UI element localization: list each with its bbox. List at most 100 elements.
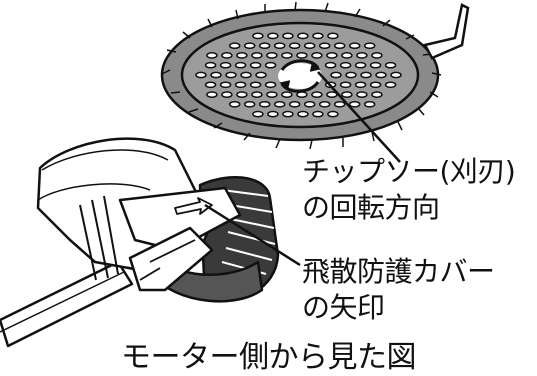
blade-hole	[249, 81, 262, 89]
blade-hole	[266, 52, 278, 59]
blade-hole	[356, 91, 368, 98]
blade-hole	[339, 61, 352, 69]
blade-hole	[341, 91, 353, 98]
blade-hole	[221, 52, 233, 59]
blade-hole	[251, 91, 263, 98]
leader-line-cover	[204, 203, 301, 267]
blade-hole	[264, 61, 277, 69]
blade-hole	[341, 52, 353, 59]
blade-hole	[236, 91, 248, 98]
blade-hole	[348, 100, 361, 108]
rotation-arrow-icon	[278, 59, 322, 93]
blade-hole	[326, 52, 338, 59]
blade-hole	[327, 32, 339, 40]
blade-direction-line-1: チップソー(刈刃)	[302, 155, 516, 188]
blade-hole	[324, 61, 337, 69]
blade-hole	[296, 91, 308, 98]
blade-hole	[330, 71, 342, 79]
blade-hole	[206, 91, 218, 98]
blade-hole	[228, 42, 241, 50]
blade-hole	[312, 110, 324, 118]
blade-hole	[297, 110, 309, 118]
blade-hole	[234, 81, 247, 89]
blade-hole	[204, 81, 217, 89]
blade-hole	[363, 100, 376, 108]
blade-hole	[288, 42, 301, 50]
blade-hole	[333, 100, 346, 108]
blade-hole	[333, 42, 346, 50]
blade-hole	[234, 61, 247, 69]
blade-hole	[206, 52, 218, 59]
blade-hole	[345, 71, 357, 79]
blade-hole	[354, 81, 367, 89]
blade-hole	[204, 61, 217, 69]
blade-hole	[384, 61, 397, 69]
blade-hole	[318, 42, 331, 50]
shaft	[0, 260, 134, 348]
blade-hole	[281, 91, 293, 98]
blade-holes	[195, 32, 402, 118]
blade-hole	[219, 81, 232, 89]
blade-hole	[210, 71, 222, 79]
blade-hole	[363, 42, 376, 50]
cover-ribs	[79, 195, 119, 281]
cover-arrow-line-1: 飛散防護カバー	[302, 255, 495, 288]
blade-hole	[267, 32, 279, 40]
blade-hole	[264, 81, 277, 89]
blade-hole	[390, 71, 402, 79]
blade-hole	[327, 110, 339, 118]
blade-hole	[311, 52, 323, 59]
blade-hole	[240, 71, 252, 79]
blade-hole	[282, 110, 294, 118]
figure-caption: モーター側から見た図	[121, 340, 417, 375]
blade-hole	[311, 91, 323, 98]
blade-hole	[281, 52, 293, 59]
direction-arrow-icon	[174, 197, 213, 215]
blade-hole	[369, 81, 382, 89]
blade-hole	[282, 32, 294, 40]
blade-direction-label: チップソー(刈刃) の回転方向	[302, 154, 516, 226]
blade-hole	[371, 52, 383, 59]
blade-hole	[303, 42, 316, 50]
blade-hole	[243, 42, 256, 50]
blade-hole	[195, 71, 207, 79]
blade-hole	[252, 110, 264, 118]
blade-hole	[267, 110, 279, 118]
blade-hole	[369, 61, 382, 69]
blade-hole	[371, 91, 383, 98]
blade-hole	[243, 100, 256, 108]
blade-hole	[360, 71, 372, 79]
blade-direction-line-2: の回転方向	[302, 191, 440, 224]
guard-assembly	[0, 137, 280, 348]
blade-hole	[375, 71, 387, 79]
blade-hole	[228, 100, 241, 108]
blade-hole	[288, 100, 301, 108]
blade-hole	[384, 81, 397, 89]
blade-hole	[258, 100, 271, 108]
blade-hole	[255, 71, 267, 79]
blade-hole	[312, 32, 324, 40]
blade-hole	[249, 61, 262, 69]
blade-hole	[356, 52, 368, 59]
blade-teeth	[161, 1, 442, 150]
blade-hole	[266, 91, 278, 98]
blade-hole	[318, 100, 331, 108]
blade-hole	[251, 52, 263, 59]
blade-hole	[225, 71, 237, 79]
blade-bracket	[423, 3, 470, 60]
blade-hole	[258, 42, 271, 50]
blade-hole	[348, 42, 361, 50]
blade-hole	[339, 81, 352, 89]
blade-hole	[296, 52, 308, 59]
blade-hole	[303, 100, 316, 108]
blade-hole	[252, 32, 264, 40]
blade-hole	[236, 52, 248, 59]
blade-hole	[219, 61, 232, 69]
blade-hole	[273, 42, 286, 50]
cover-arrow-label: 飛散防護カバー の矢印	[302, 254, 495, 326]
blade-hole	[221, 91, 233, 98]
motor-ribs	[215, 189, 276, 289]
blade-hole	[326, 91, 338, 98]
blade-hole	[273, 100, 286, 108]
